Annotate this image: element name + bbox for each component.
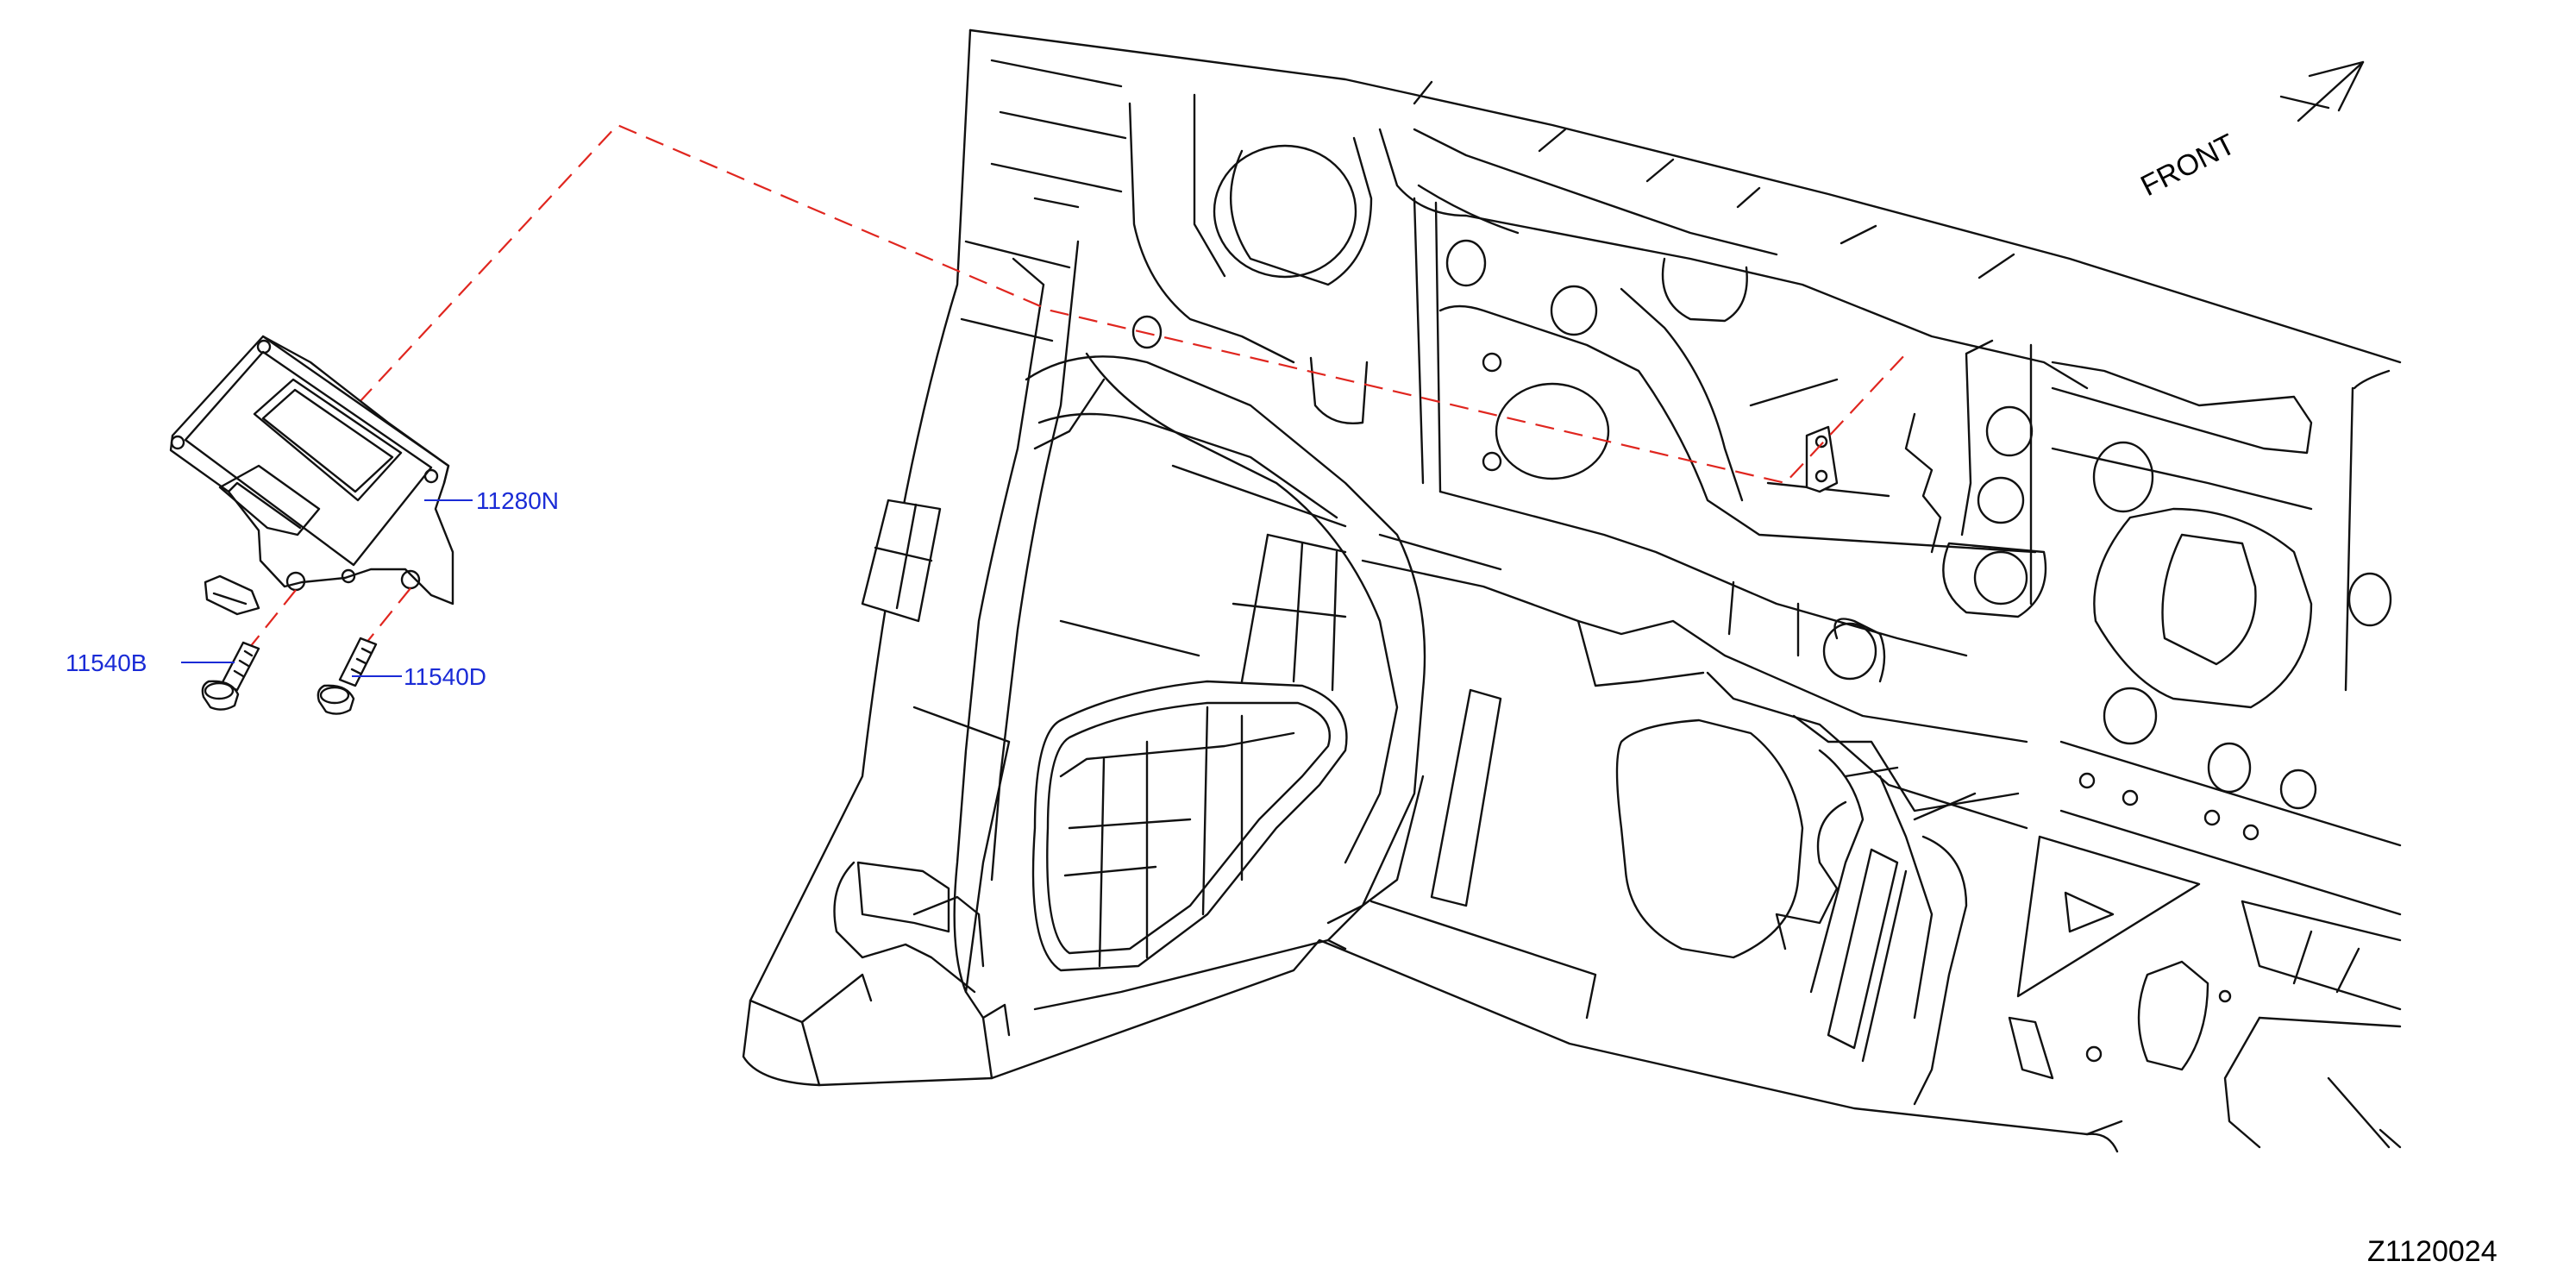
front-label: FRONT <box>2135 128 2241 203</box>
vehicle-body-panel <box>742 28 2402 1153</box>
callout-11280n: 11280N <box>476 487 559 514</box>
callout-11540d: 11540D <box>404 663 486 690</box>
control-module <box>169 335 454 616</box>
bolt-11540b <box>201 589 297 711</box>
location-guide-line <box>358 123 1907 485</box>
front-arrow-icon <box>2279 60 2365 122</box>
bolt-11540d <box>317 587 411 715</box>
callout-11540b: 11540B <box>66 649 147 676</box>
figure-id: Z1120024 <box>2367 1235 2498 1268</box>
